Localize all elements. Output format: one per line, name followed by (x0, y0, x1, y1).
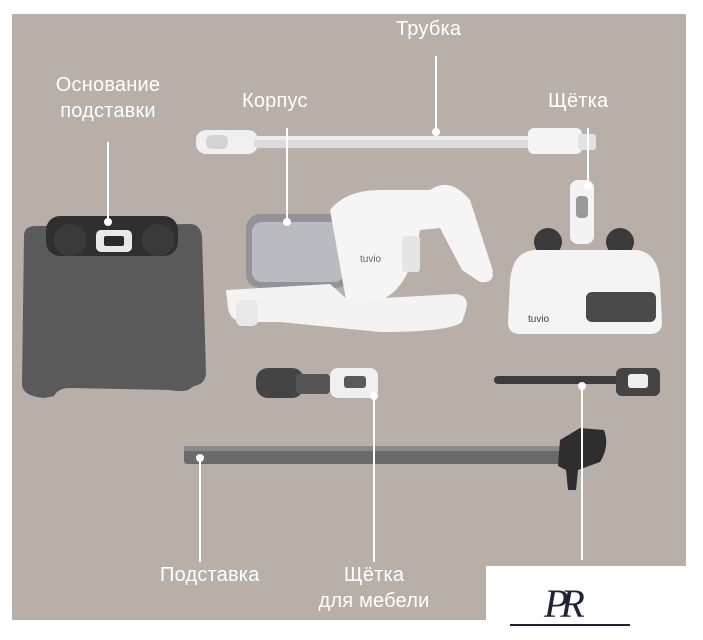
device-logo-body: tuvio (360, 254, 382, 265)
furniture-brush (256, 368, 378, 398)
stand-pole (184, 428, 607, 490)
corner-logo-underline (510, 624, 630, 626)
vacuum-body: tuvio (226, 184, 493, 332)
device-logo-brush: tuvio (528, 314, 550, 325)
floor-brush: tuvio (508, 180, 662, 334)
corner-logo: PR (486, 566, 703, 640)
label-stand-base: Основание подставки (55, 74, 161, 122)
label-furniture-brush: Щётка для мебели (318, 564, 430, 612)
label-brush: Щётка (548, 90, 609, 112)
leader-lines (107, 56, 589, 562)
label-stand: Подставка (160, 564, 260, 586)
corner-logo-text: PR (544, 581, 585, 626)
leader-dots (104, 128, 592, 462)
stand-base (22, 216, 206, 398)
label-tube: Трубка (396, 18, 462, 40)
crevice-tool (494, 368, 660, 396)
extension-tube (196, 128, 596, 154)
label-body: Корпус (242, 90, 308, 112)
